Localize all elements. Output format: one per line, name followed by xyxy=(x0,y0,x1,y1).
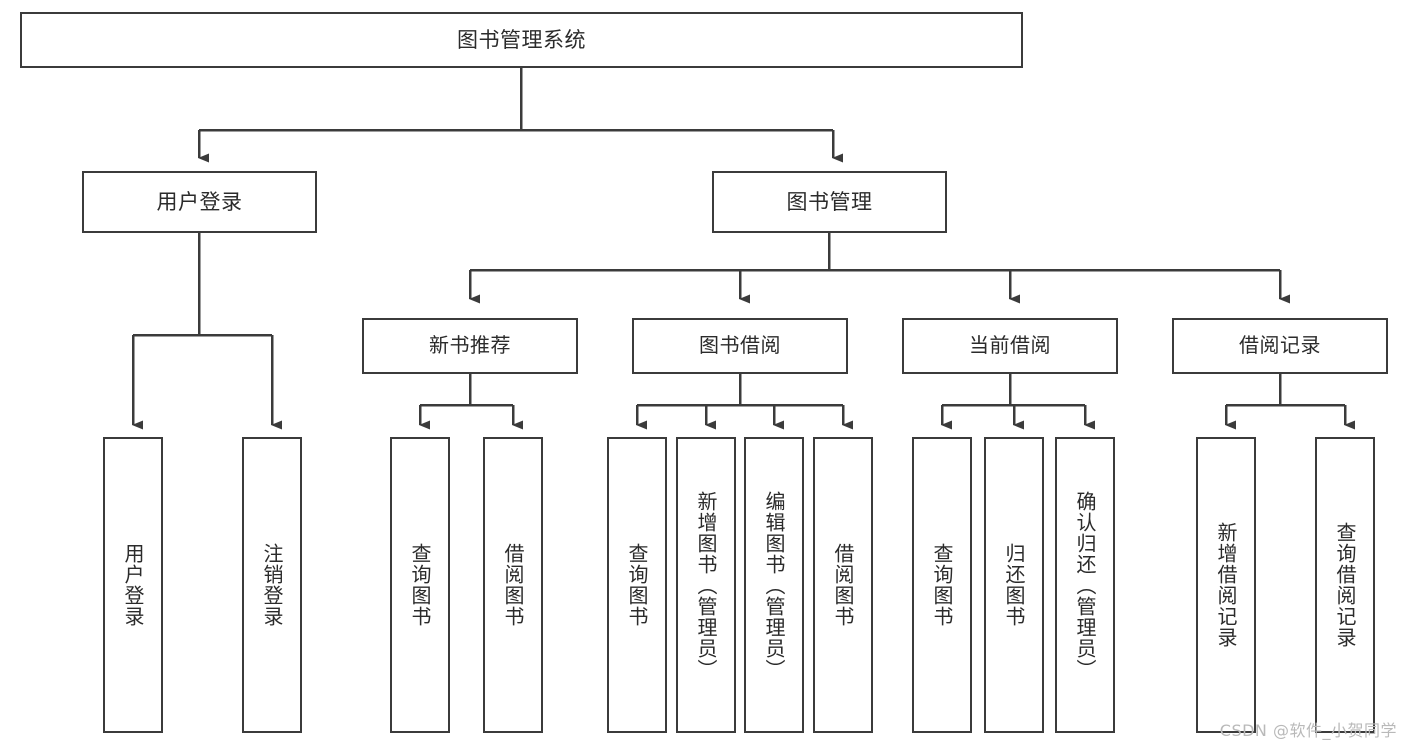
node-current-borrow[interactable]: 当前借阅 xyxy=(902,318,1118,374)
leaf-new-book-query-book[interactable]: 查询图书 xyxy=(390,437,450,733)
node-label: 新增借阅记录 xyxy=(1214,522,1238,648)
leaf-current-borrow-return-book[interactable]: 归还图书 xyxy=(984,437,1044,733)
node-root-book-management-system[interactable]: 图书管理系统 xyxy=(20,12,1023,68)
node-borrow-record[interactable]: 借阅记录 xyxy=(1172,318,1388,374)
node-label: 当前借阅 xyxy=(969,333,1051,358)
node-label: 新增图书（管理员） xyxy=(694,490,718,680)
leaf-book-borrow-add-book-admin[interactable]: 新增图书（管理员） xyxy=(676,437,736,733)
node-label: 借阅图书 xyxy=(831,543,855,627)
leaf-book-borrow-query-book[interactable]: 查询图书 xyxy=(607,437,667,733)
leaf-book-borrow-edit-book-admin[interactable]: 编辑图书（管理员） xyxy=(744,437,804,733)
leaf-user-login-logout[interactable]: 注销登录 xyxy=(242,437,302,733)
node-label: 图书管理 xyxy=(786,189,873,214)
node-user-login[interactable]: 用户登录 xyxy=(82,171,317,233)
node-label: 查询借阅记录 xyxy=(1333,522,1357,648)
node-label: 注销登录 xyxy=(260,543,284,627)
node-new-book-recommend[interactable]: 新书推荐 xyxy=(362,318,578,374)
leaf-current-borrow-confirm-return-admin[interactable]: 确认归还（管理员） xyxy=(1055,437,1115,733)
node-label: 借阅记录 xyxy=(1239,333,1321,358)
node-label: 图书管理系统 xyxy=(457,27,586,52)
node-label: 查询图书 xyxy=(625,543,649,627)
leaf-user-login-login[interactable]: 用户登录 xyxy=(103,437,163,733)
leaf-borrow-record-add-record[interactable]: 新增借阅记录 xyxy=(1196,437,1256,733)
node-label: 查询图书 xyxy=(930,543,954,627)
node-label: 查询图书 xyxy=(408,543,432,627)
leaf-new-book-borrow-book[interactable]: 借阅图书 xyxy=(483,437,543,733)
node-label: 用户登录 xyxy=(156,189,243,214)
node-label: 归还图书 xyxy=(1002,543,1026,627)
node-label: 确认归还（管理员） xyxy=(1073,490,1097,680)
node-book-management[interactable]: 图书管理 xyxy=(712,171,947,233)
leaf-book-borrow-borrow-book[interactable]: 借阅图书 xyxy=(813,437,873,733)
leaf-current-borrow-query-book[interactable]: 查询图书 xyxy=(912,437,972,733)
node-label: 编辑图书（管理员） xyxy=(762,490,786,680)
node-book-borrow[interactable]: 图书借阅 xyxy=(632,318,848,374)
node-label: 图书借阅 xyxy=(699,333,781,358)
leaf-borrow-record-query-record[interactable]: 查询借阅记录 xyxy=(1315,437,1375,733)
node-label: 新书推荐 xyxy=(429,333,511,358)
node-label: 借阅图书 xyxy=(501,543,525,627)
node-label: 用户登录 xyxy=(121,543,145,627)
